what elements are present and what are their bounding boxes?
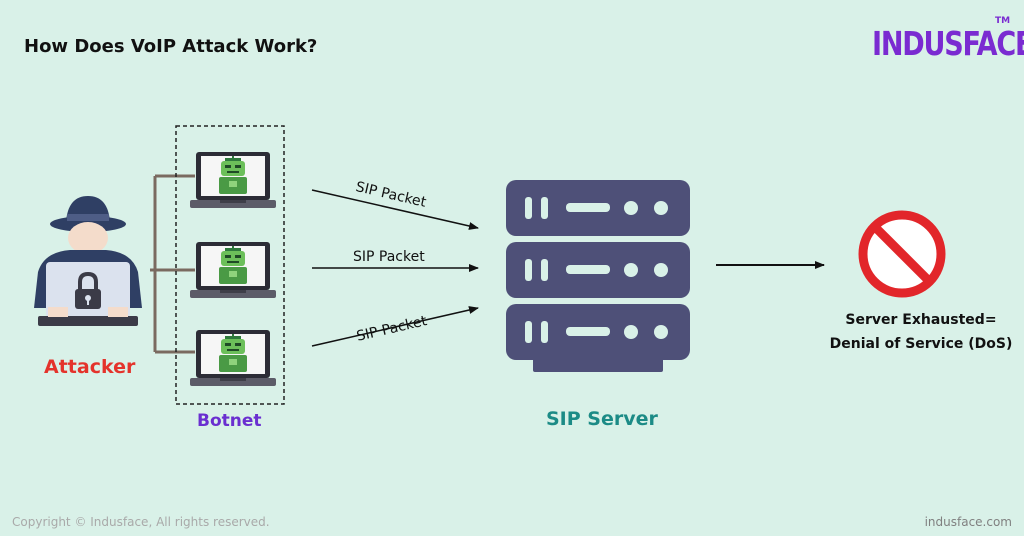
packet-label-3: SIP Packet <box>355 313 429 345</box>
indusface-logo: INDUSFACE <box>872 24 1024 63</box>
page-title: How Does VoIP Attack Work? <box>24 36 318 57</box>
attacker-label: Attacker <box>44 356 136 378</box>
packet-label-2: SIP Packet <box>353 249 425 265</box>
result-line-1: Server Exhausted= <box>845 312 997 328</box>
sip-server-label: SIP Server <box>546 408 658 430</box>
botnet-group-box <box>175 125 285 405</box>
botnet-label: Botnet <box>197 411 262 431</box>
lock-icon <box>75 271 101 309</box>
site-url: indusface.com <box>924 515 1012 529</box>
packet-label-1: SIP Packet <box>354 179 428 211</box>
sip-server-icon <box>506 180 690 372</box>
result-line-2: Denial of Service (DoS) <box>829 336 1013 352</box>
attacker-icon <box>34 196 142 326</box>
copyright-text: Copyright © Indusface, All rights reserv… <box>12 515 270 529</box>
packet-arrow-1 <box>311 189 479 230</box>
botnet-connectors <box>150 174 195 354</box>
packet-arrow-3 <box>311 306 479 347</box>
no-entry-icon <box>858 210 946 298</box>
trademark-mark: TM <box>995 16 1011 26</box>
bot-laptop-1 <box>190 152 276 208</box>
dos-result-label: Server Exhausted= Denial of Service (DoS… <box>808 308 1024 356</box>
bot-laptop-2 <box>190 242 276 298</box>
bot-laptop-3 <box>190 330 276 386</box>
